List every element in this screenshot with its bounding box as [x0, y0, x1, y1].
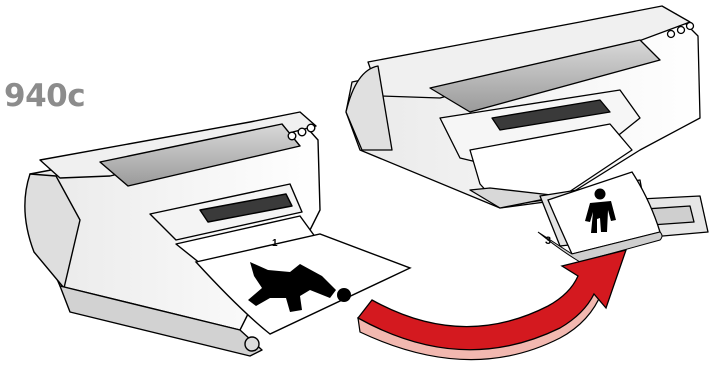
tray-number-first: 1 [272, 238, 278, 249]
tray-number-second: 3 [545, 235, 551, 247]
